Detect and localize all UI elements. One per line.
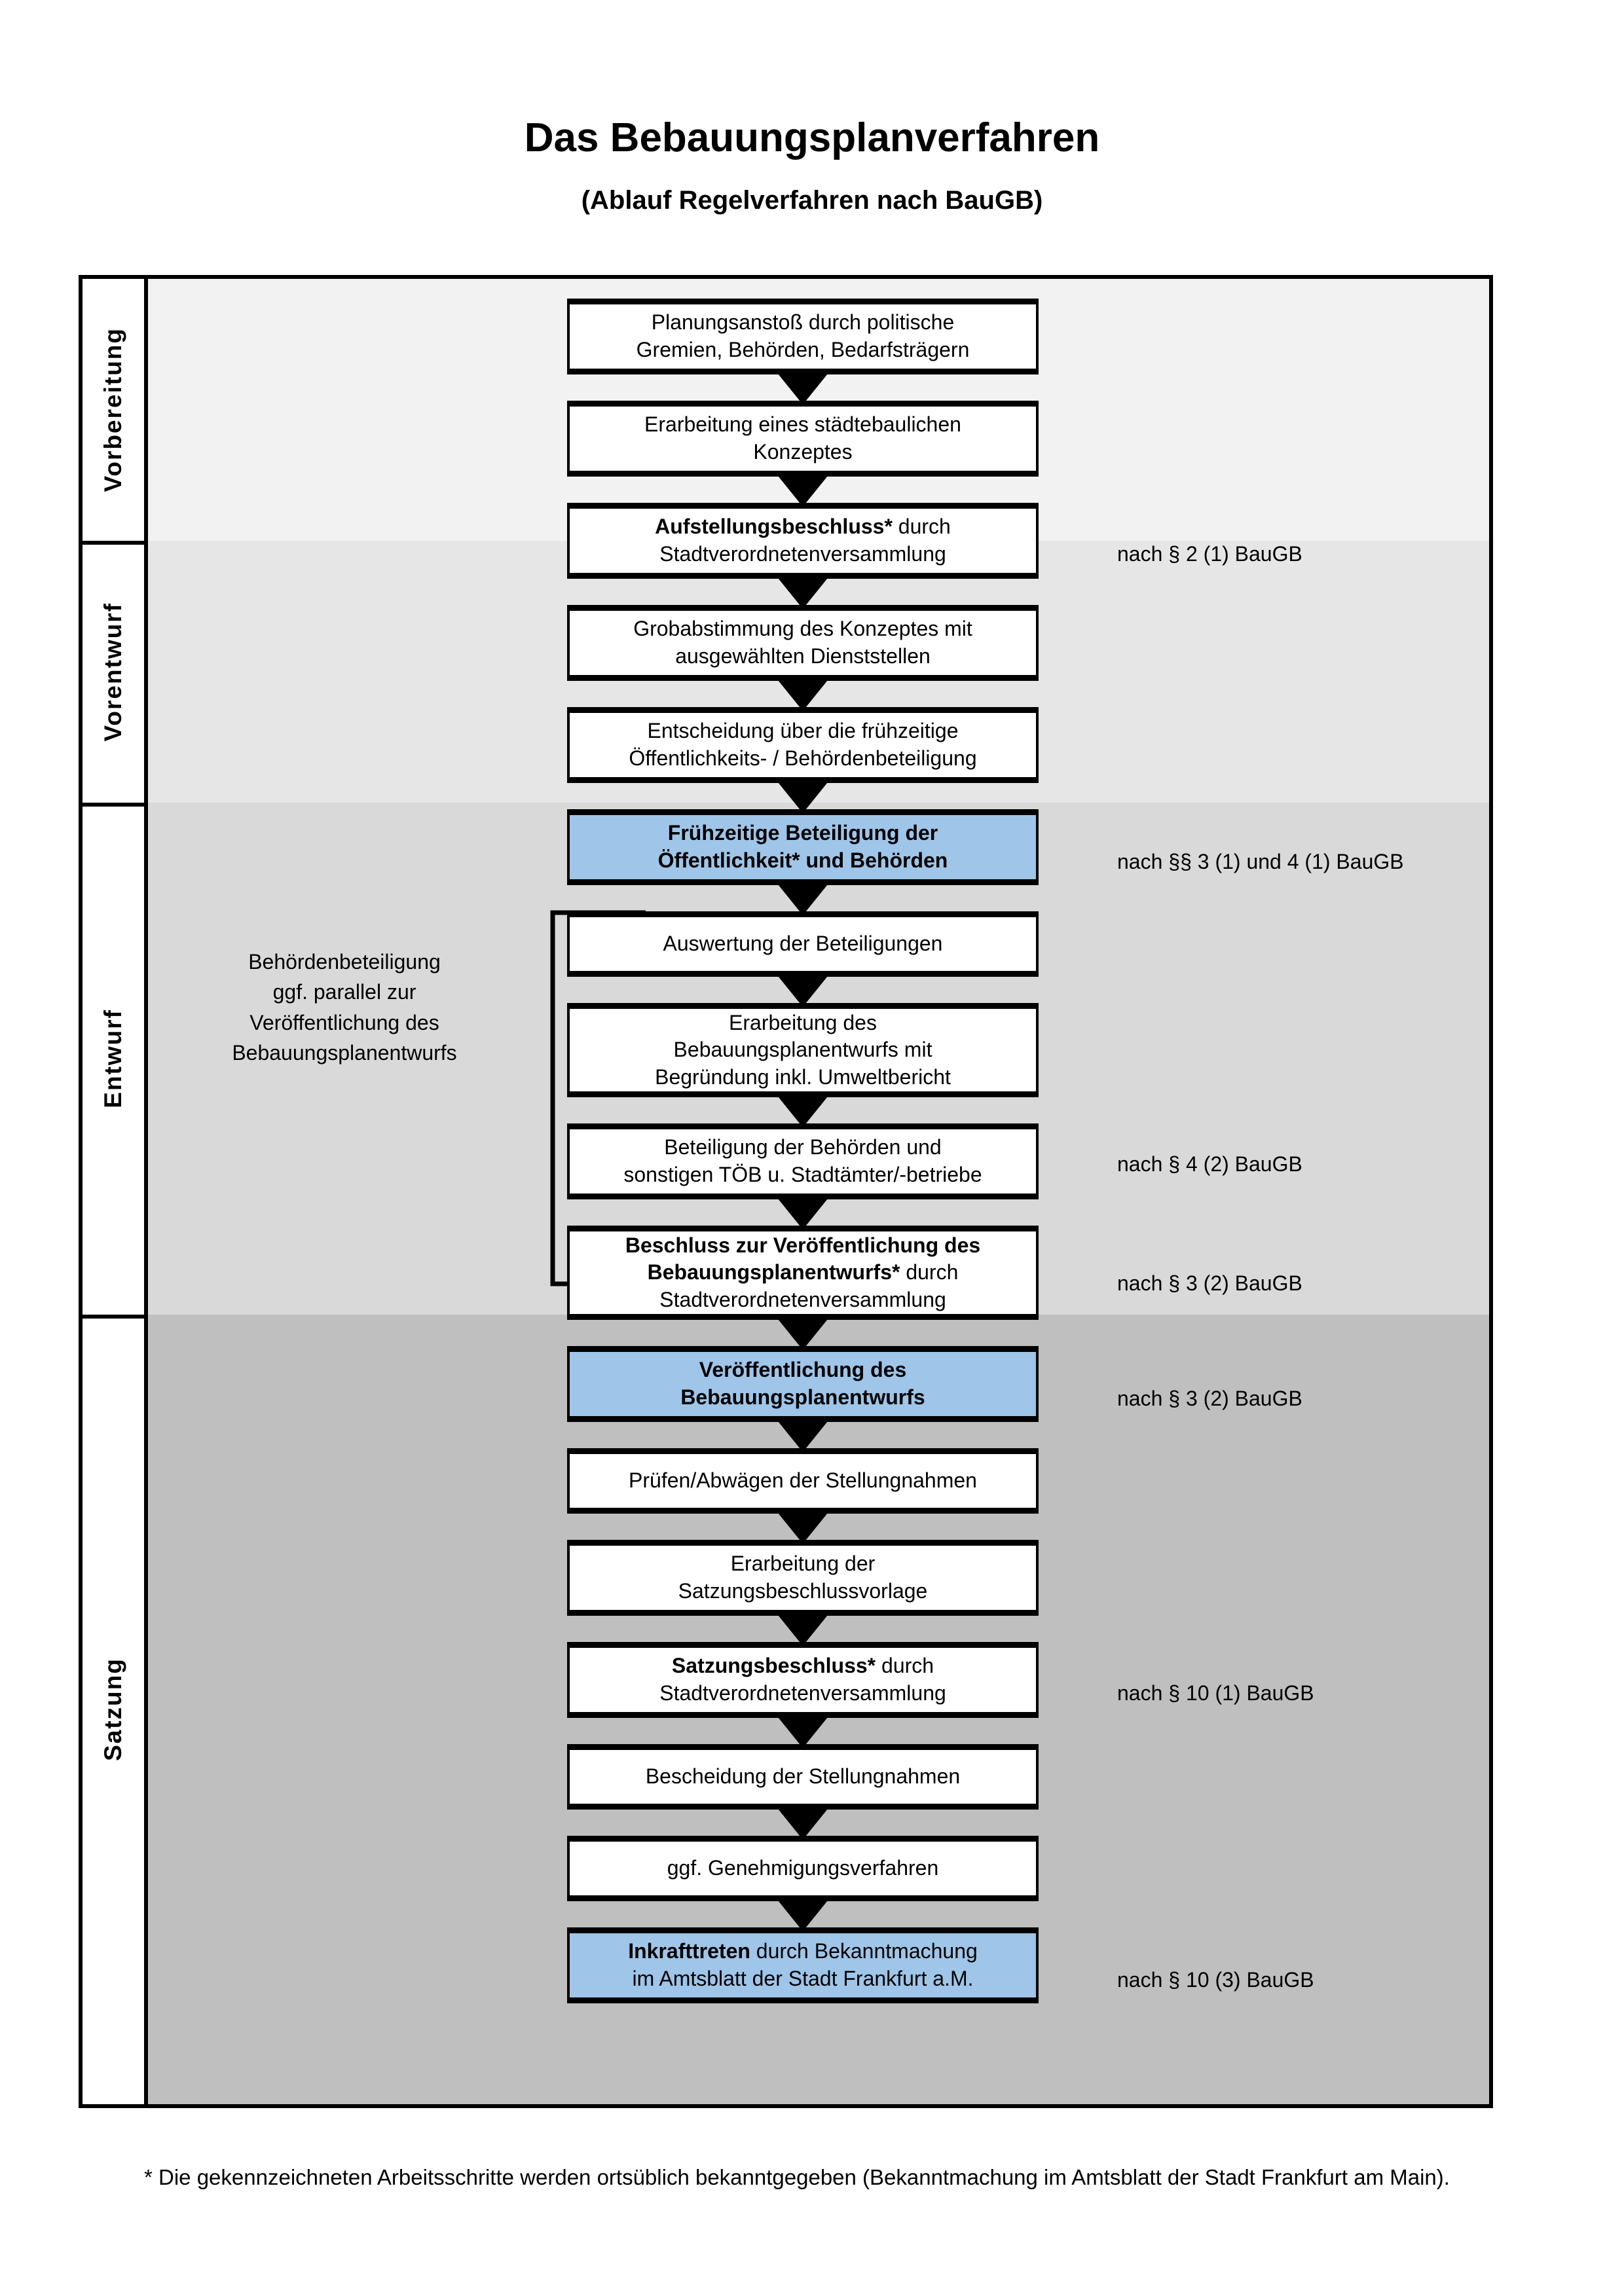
step-line: Veröffentlichung des [699,1358,907,1382]
band-label-text: Vorbereitung [100,327,126,492]
step-line: Stadtverordnetenversammlung [659,1287,946,1311]
step-line: Konzeptes [753,440,853,464]
flow-arrow-down-icon [775,881,830,915]
step-line: Erarbeitung eines städtebaulichen [644,412,961,437]
step-line-bold: Beschluss zur Veröffentlichung des [625,1233,981,1257]
legal-ref-satzungsbeschluss: nach § 10 (1) BauGB [1117,1681,1314,1705]
step-line: Öffentlichkeits- / Behördenbeteiligung [629,746,977,770]
step-line: Aufstellungsbeschluss* durch [655,515,951,539]
band-divider [83,541,148,545]
step-line: Prüfen/Abwägen der Stellungnahmen [629,1468,977,1493]
flow-arrow-down-icon [775,371,830,405]
band-label-vorentwurf: Vorentwurf [83,541,148,803]
step-box-beteiligung-behoerden[interactable]: Beteiligung der Behörden und sonstigen T… [567,1123,1039,1199]
step-box-satzungsbeschlussvorlage[interactable]: Erarbeitung der Satzungsbeschlussvorlage [567,1540,1039,1616]
flow-arrow-down-icon [775,973,830,1007]
step-box-pruefen-abwaegen[interactable]: Prüfen/Abwägen der Stellungnahmen [567,1448,1039,1514]
legal-ref-aufstellungsbeschluss: nach § 2 (1) BauGB [1117,542,1302,566]
step-line: Erarbeitung der [730,1552,876,1576]
page-header: Das Bebauungsplanverfahren (Ablauf Regel… [0,0,1624,215]
footnote: * Die gekennzeichneten Arbeitsschritte w… [144,2165,1450,2189]
step-line: Bebauungsplanentwurfs [680,1385,925,1409]
band-label-text: Vorentwurf [100,602,126,742]
step-box-grobabstimmung[interactable]: Grobabstimmung des Konzeptes mit ausgewä… [567,605,1039,681]
legal-ref-fruehzeitige-beteiligung: nach §§ 3 (1) und 4 (1) BauGB [1117,850,1404,873]
step-line: Entscheidung über die frühzeitige [647,719,959,743]
legal-ref-beschluss-veroeffentlichung: nach § 3 (2) BauGB [1117,1271,1302,1295]
legal-ref-inkrafttreten: nach § 10 (3) BauGB [1117,1968,1314,1992]
step-line-bold: Satzungsbeschluss* [671,1654,876,1678]
step-line: Frühzeitige Beteiligung der [667,821,938,845]
step-box-veroeffentlichung[interactable]: Veröffentlichung des Bebauungsplanentwur… [567,1346,1039,1422]
step-line: Auswertung der Beteiligungen [663,932,943,956]
step-line: Begründung inkl. Umweltbericht [655,1065,951,1089]
step-line: Planungsanstoß durch politische [651,310,955,335]
flow-arrow-down-icon [775,473,830,507]
band-label-satzung: Satzung [83,1315,148,2104]
step-box-inkrafttreten[interactable]: Inkrafttreten durch Bekanntmachung im Am… [567,1927,1039,2003]
flow-arrow-down-icon [775,1897,830,1931]
step-line: Gremien, Behörden, Bedarfsträgern [636,338,970,361]
step-line: Erarbeitung des [729,1010,877,1034]
flow-arrow-down-icon [775,1316,830,1350]
sidenote-line: Bebauungsplanentwurfs [232,1041,457,1065]
step-line: Inkrafttreten durch Bekanntmachung [628,1939,978,1963]
step-box-aufstellungsbeschluss[interactable]: Aufstellungsbeschluss* durch Stadtverord… [567,503,1039,579]
flow-arrow-down-icon [775,1612,830,1646]
step-box-bescheidung[interactable]: Bescheidung der Stellungnahmen [567,1744,1039,1810]
band-label-text: Satzung [100,1658,126,1761]
legal-ref-veroeffentlichung: nach § 3 (2) BauGB [1117,1387,1302,1410]
band-label-text: Entwurf [100,1009,126,1108]
band-label-vorbereitung: Vorbereitung [83,279,148,541]
step-box-erarbeitung-entwurf[interactable]: Erarbeitung des Bebauungsplanentwurfs mi… [567,1003,1039,1097]
flow-arrow-down-icon [775,1714,830,1748]
flow-arrow-down-icon [775,779,830,813]
step-line: Satzungsbeschluss* durch [671,1654,934,1678]
step-line: ausgewählten Dienststellen [675,644,931,668]
sidenote-line: ggf. parallel zur [272,980,416,1004]
band-divider [83,803,148,807]
step-box-genehmigungsverfahren[interactable]: ggf. Genehmigungsverfahren [567,1836,1039,1901]
step-line: Bescheidung der Stellungnahmen [645,1764,961,1789]
step-line: im Amtsblatt der Stadt Frankfurt a.M. [632,1967,974,1990]
legal-ref-beteiligung-behoerden: nach § 4 (2) BauGB [1117,1152,1302,1176]
step-line: Satzungsbeschlussvorlage [678,1579,928,1603]
step-line: ggf. Genehmigungsverfahren [667,1856,939,1880]
step-box-beschluss-veroeffentlichung[interactable]: Beschluss zur Veröffentlichung des Bebau… [567,1226,1039,1320]
step-box-fruehzeitige-beteiligung[interactable]: Frühzeitige Beteiligung der Öffentlichke… [567,809,1039,885]
step-box-satzungsbeschluss[interactable]: Satzungsbeschluss* durch Stadtverordnete… [567,1642,1039,1718]
flow-arrow-down-icon [775,1510,830,1544]
flowchart-frame: Vorbereitung Vorentwurf Entwurf Satzung … [79,275,1493,2108]
step-line: Beteiligung der Behörden und [664,1135,942,1159]
sidenote-line: Veröffentlichung des [249,1010,439,1034]
step-box-auswertung[interactable]: Auswertung der Beteiligungen [567,911,1039,977]
band-label-entwurf: Entwurf [83,803,148,1315]
page-subtitle: (Ablauf Regelverfahren nach BauGB) [581,186,1043,215]
sidenote-behoerdenbeteiligung: Behördenbeteiligung ggf. parallel zur Ve… [161,947,528,1068]
step-line-bold: Inkrafttreten [628,1939,750,1963]
step-line: Bebauungsplanentwurfs mit [673,1038,932,1062]
sidenote-line: Behördenbeteiligung [248,950,441,974]
step-line: Stadtverordnetenversammlung [659,1681,946,1705]
step-line: Stadtverordnetenversammlung [659,542,946,566]
step-line-bold: Bebauungsplanentwurfs* [647,1260,900,1285]
step-line: Beschluss zur Veröffentlichung des [625,1232,980,1260]
band-divider [83,1315,148,1319]
step-line: Grobabstimmung des Konzeptes mit [633,617,972,641]
flow-arrow-down-icon [775,1418,830,1452]
step-line-bold: Aufstellungsbeschluss* [655,515,893,539]
flow-arrow-down-icon [775,1093,830,1127]
flow-arrow-down-icon [775,1195,830,1230]
step-line: Öffentlichkeit* und Behörden [657,848,948,872]
step-box-konzept[interactable]: Erarbeitung eines städtebaulichen Konzep… [567,401,1039,477]
flow-arrow-down-icon [775,677,830,711]
step-box-planungsanstoss[interactable]: Planungsanstoß durch politische Gremien,… [567,299,1039,374]
flow-arrow-down-icon [775,575,830,609]
page-title: Das Bebauungsplanverfahren [524,115,1100,160]
step-box-entscheidung-fruehzeitige[interactable]: Entscheidung über die frühzeitige Öffent… [567,707,1039,783]
step-line: Bebauungsplanentwurfs* durch [647,1260,959,1285]
step-line: sonstigen TÖB u. Stadtämter/-betriebe [623,1163,982,1186]
flow-arrow-down-icon [775,1806,830,1840]
